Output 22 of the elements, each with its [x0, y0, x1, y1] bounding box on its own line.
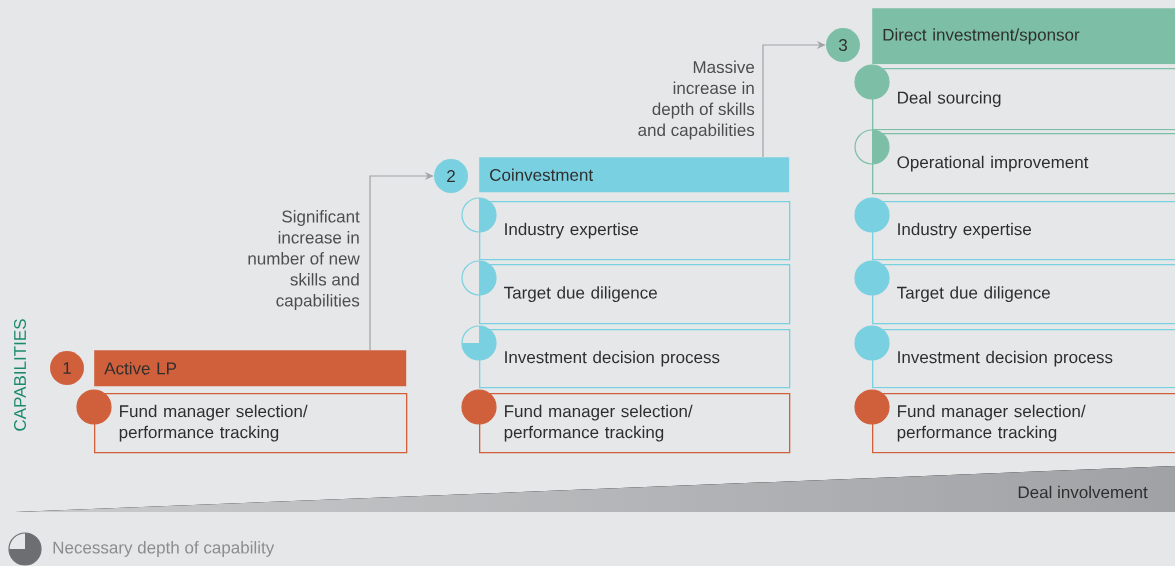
legend-text: Necessary depth of capability: [53, 541, 275, 557]
stage-header: Active LP: [94, 350, 407, 387]
edge-label: Significant increase in number of new skills and capabilities: [248, 210, 360, 310]
stage-header: Coinvestment: [479, 157, 790, 193]
step-number: 1: [50, 351, 84, 385]
capability-box: Target due diligence: [479, 264, 791, 325]
capability-box: Fund manager selection/ performance tracking: [479, 393, 791, 454]
capability-box: Operational improvement: [872, 133, 1175, 195]
capability-box: Industry expertise: [479, 201, 791, 261]
step-number: 3: [826, 28, 860, 62]
capability-box: Fund manager selection/ performance tracking: [872, 393, 1175, 454]
axis-label: CAPABILITIES: [14, 319, 27, 431]
capability-box: Fund manager selection/ performance tracking: [94, 393, 408, 454]
capability-box: Deal sourcing: [872, 68, 1175, 131]
edge-label: Massive increase in depth of skills and capabilities: [638, 60, 755, 140]
capability-box: Target due diligence: [872, 264, 1175, 325]
capability-box: Investment decision process: [479, 329, 791, 389]
stage-header: Direct investment/sponsor: [872, 8, 1175, 65]
capability-box: Industry expertise: [872, 201, 1175, 261]
axis-label: Deal involvement: [1018, 485, 1148, 499]
capability-box: Investment decision process: [872, 329, 1175, 389]
step-number: 2: [434, 159, 468, 193]
